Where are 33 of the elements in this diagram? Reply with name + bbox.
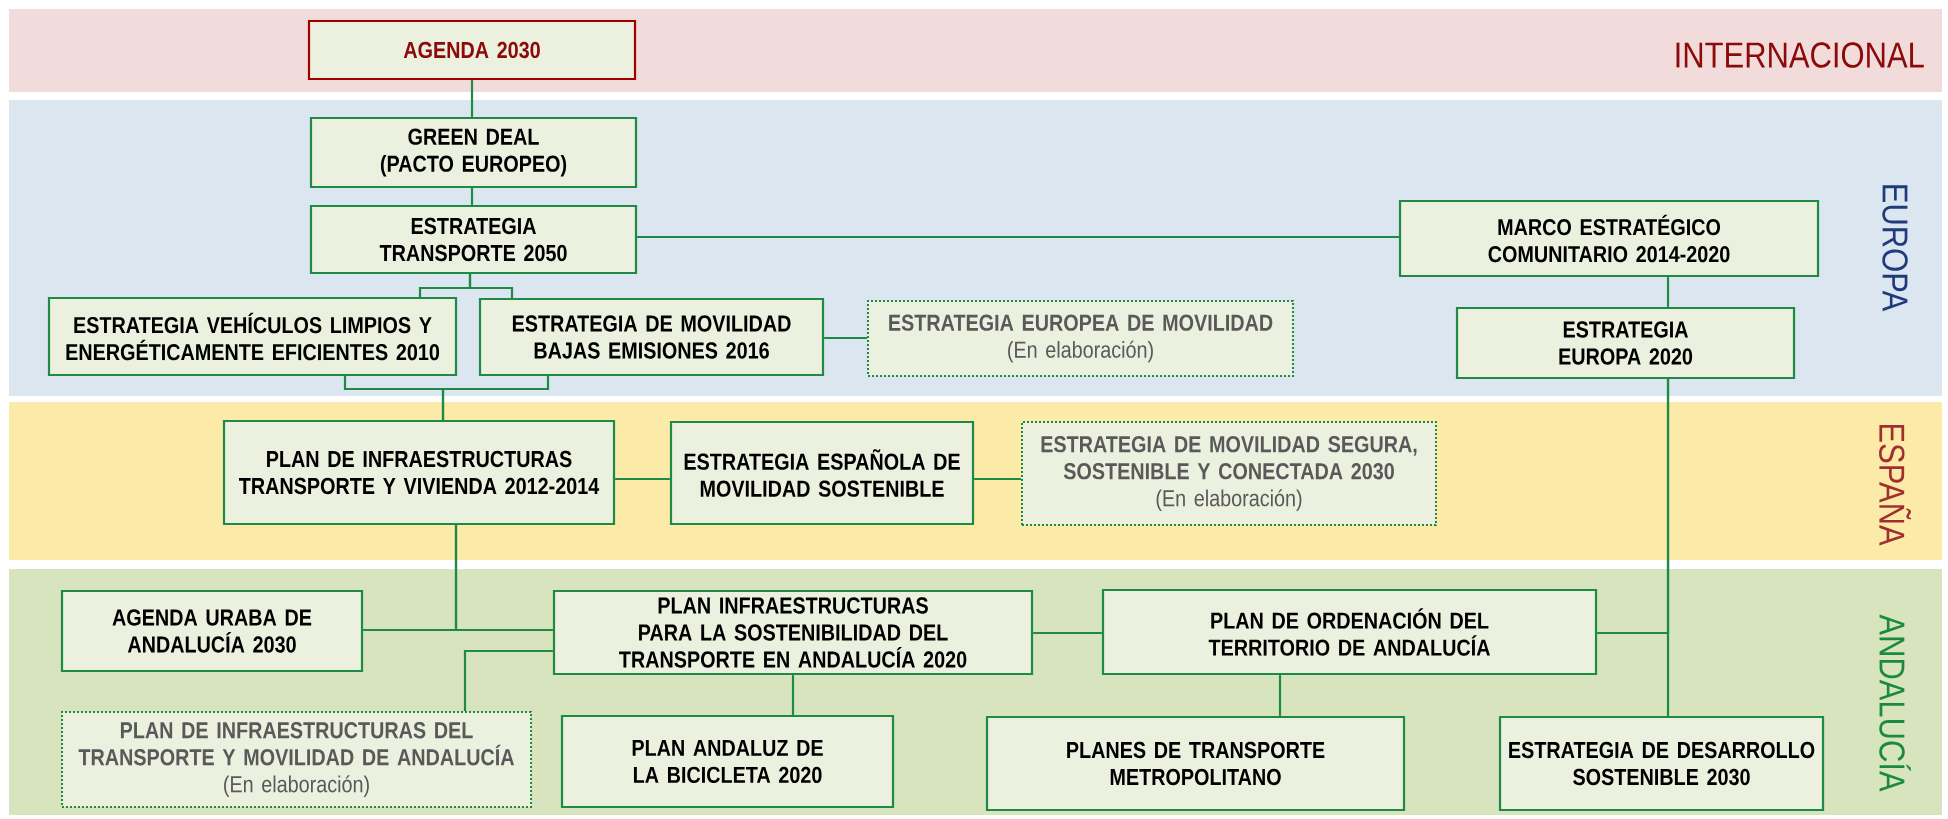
connector-line (1597, 379, 1670, 635)
plan-box: ESTRATEGIA TRANSPORTE 2050 (309, 204, 638, 275)
connector-line (463, 649, 553, 711)
connector-line (1666, 277, 1670, 307)
connector-line (637, 235, 1399, 239)
connector-line (470, 80, 474, 117)
plan-box: GREEN DEAL (PACTO EUROPEO) (309, 116, 638, 189)
plan-box: ESTRATEGIA DE DESARROLLO SOSTENIBLE 2030 (1498, 715, 1825, 812)
plan-box: AGENDA 2030 (307, 19, 637, 81)
connector-line (468, 274, 514, 298)
connector-line (615, 477, 670, 481)
connector-line (1278, 675, 1282, 716)
draft-plan-box: PLAN DE INFRAESTRUCTURAS DEL TRANSPORTE Y MOVILIDAD DE ANDALUCÍA (En elaboración) (61, 711, 532, 808)
connector-line (441, 376, 550, 420)
plan-box: AGENDA URABA DE ANDALUCÍA 2030 (60, 589, 364, 673)
plan-box: PLANES DE TRANSPORTE METROPOLITANO (985, 715, 1406, 812)
plan-box: PLAN DE ORDENACIÓN DEL TERRITORIO DE ANDALUCÍA (1101, 588, 1598, 676)
plan-box: PLAN ANDALUZ DE LA BICICLETA 2020 (560, 714, 895, 809)
plan-box: MARCO ESTRATÉGICO COMUNITARIO 2014-2020 (1398, 199, 1820, 278)
plan-box: ESTRATEGIA VEHÍCULOS LIMPIOS Y ENERGÉTICAMENTE EFICIENTES 2010 (47, 296, 458, 377)
plan-box: PLAN DE INFRAESTRUCTURAS TRANSPORTE Y VIVIENDA 2012-2014 (222, 419, 616, 526)
plan-box: PLAN INFRAESTRUCTURAS PARA LA SOSTENIBILIDAD DEL TRANSPORTE EN ANDALUCÍA 2020 (552, 589, 1034, 676)
plan-box: ESTRATEGIA ESPAÑOLA DE MOVILIDAD SOSTENIBLE (669, 420, 975, 526)
draft-plan-box: ESTRATEGIA DE MOVILIDAD SEGURA, SOSTENIBLE Y CONECTADA 2030 (En elaboración) (1021, 421, 1437, 526)
connector-line (470, 188, 474, 205)
draft-plan-box: ESTRATEGIA EUROPEA DE MOVILIDAD (En elaboración) (867, 300, 1294, 377)
plan-box: ESTRATEGIA DE MOVILIDAD BAJAS EMISIONES 2016 (478, 297, 825, 377)
connector-line (454, 525, 553, 632)
connector-line (824, 336, 867, 340)
connector-line (974, 477, 1021, 481)
connector-line (791, 675, 795, 715)
connector-line (1033, 631, 1102, 635)
plan-box: ESTRATEGIA EUROPA 2020 (1455, 306, 1796, 380)
